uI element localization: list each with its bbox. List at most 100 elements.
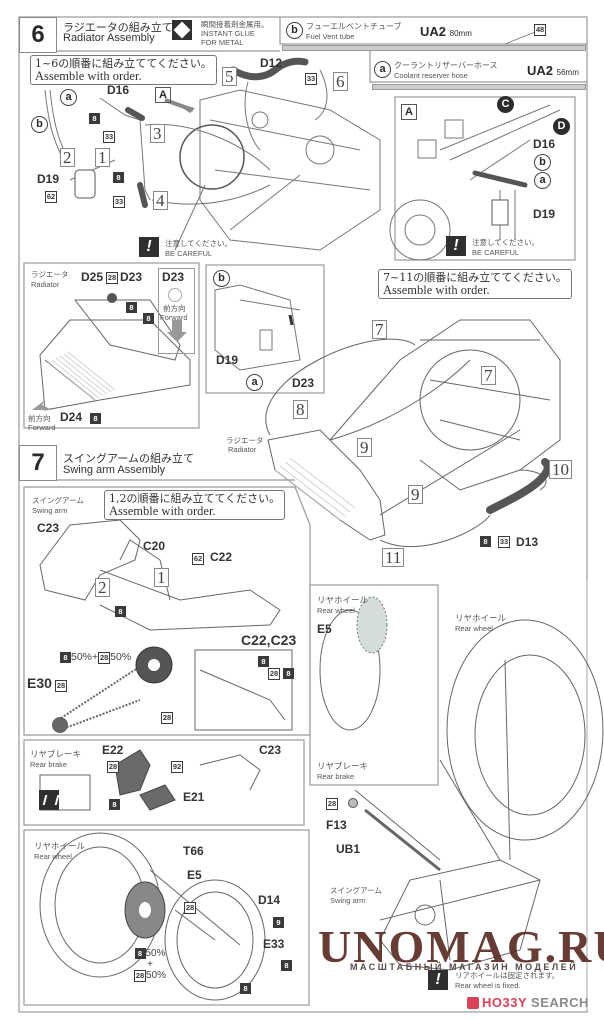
mix-plus: + <box>92 651 99 663</box>
mix-pct-a: 50% <box>145 948 166 959</box>
swingarm-en: Swing arm <box>32 506 68 515</box>
rear-brake-en: Rear brake <box>30 760 68 769</box>
part-c20: C20 <box>143 539 166 553</box>
order-note-en: Assemble with order. <box>109 504 216 518</box>
radiator-en: Radiator <box>31 280 60 289</box>
big-rear-wheel-en: Rear wheel <box>455 624 493 633</box>
hose-b-label: b <box>31 116 48 133</box>
forward-jp: 前方向 <box>28 414 51 423</box>
part-d23: D23 <box>120 270 143 284</box>
paint-8: 8 <box>115 606 126 617</box>
mix-pct-b: 50% <box>146 970 167 981</box>
rear-wheel-jp: リヤホイール <box>34 842 86 852</box>
instant-glue-icon <box>172 20 192 40</box>
inset-hose-b: b <box>534 154 551 171</box>
part-d19: D19 <box>37 172 60 186</box>
paint-33: 33 <box>113 196 125 208</box>
inset-rear-wheel-jp: リヤホイール <box>317 596 369 606</box>
view-a-marker: A <box>155 87 171 103</box>
tube-b-name-en: Fuel Vent tube <box>306 32 355 41</box>
paint-9: 9 <box>273 917 284 928</box>
part-d25: D25 <box>81 270 104 284</box>
part-d16: D16 <box>107 83 130 97</box>
part-d13: D13 <box>516 535 539 549</box>
careful-jp: 注意してください。 <box>472 238 540 247</box>
page-marker: 48 <box>534 24 546 36</box>
inset-hose-a: a <box>534 172 551 189</box>
marker-c: C <box>497 96 514 113</box>
tube-b-bar <box>282 45 586 51</box>
paint-8: 8 <box>258 656 269 667</box>
tube-a-bar <box>372 84 586 90</box>
careful-en: BE CAREFUL <box>472 248 520 257</box>
paint-62: 62 <box>45 191 57 203</box>
part-e22: E22 <box>102 743 124 757</box>
step-9b: 9 <box>408 485 423 504</box>
step-9: 9 <box>357 438 372 457</box>
part-d24: D24 <box>60 410 83 424</box>
paint-8: 8 <box>480 536 491 547</box>
step-7-title-jp: スイングアームの組み立て <box>63 452 195 465</box>
swingarm-jp: スイングアーム <box>32 496 84 505</box>
caution-icon: ! <box>446 236 466 256</box>
big-rear-wheel-jp: リヤホイール <box>455 614 507 624</box>
watermark: UNOMAG.RU <box>318 921 604 972</box>
mix-pct-a: 50% <box>71 651 93 663</box>
swingarm-en: Swing arm <box>330 896 366 905</box>
paint-62: 62 <box>192 553 204 565</box>
wire-cut-icon <box>39 790 60 810</box>
order-note-en: Assemble with order. <box>383 283 490 297</box>
radiator-en: Radiator <box>228 445 257 454</box>
radiator-jp: ラジエータ <box>226 436 264 445</box>
paint-33: 33 <box>103 131 115 143</box>
caution-icon: ! <box>428 970 448 990</box>
step-2: 2 <box>60 148 75 167</box>
order-note-jp: 1~6の順番に組み立ててください。 <box>35 57 212 70</box>
order-note-1-2: 1,2の順番に組み立ててください。 Assemble with order. <box>104 490 286 520</box>
paint-8: 8 <box>126 302 137 313</box>
order-note-en: Assemble with order. <box>35 69 142 83</box>
step-6: 6 <box>333 72 348 91</box>
paint-28: 28 <box>98 652 111 664</box>
tube-a-marker: a <box>374 61 391 78</box>
inset-a-label: A <box>401 104 417 120</box>
part-c22: C22 <box>210 550 233 564</box>
detail-part-d23: D23 <box>162 270 185 284</box>
step-6-title-en: Radiator Assembly <box>63 32 155 44</box>
glue-note-en-2: FOR METAL <box>201 38 244 47</box>
d23-part-outline <box>168 288 182 302</box>
step-4: 4 <box>153 191 168 210</box>
caution-icon: ! <box>139 237 159 257</box>
tube-b-name-jp: フューエルベントチューブ <box>306 22 402 31</box>
part-c23: C23 <box>37 521 60 535</box>
d23-detail-box <box>158 268 195 354</box>
paint-33: 33 <box>498 536 510 548</box>
marker-d: D <box>553 118 570 135</box>
paint-28: 28 <box>134 970 146 982</box>
part-f13: F13 <box>326 818 347 832</box>
tube-a-name-jp: クーラントリザーバーホース <box>394 61 498 70</box>
paint-8: 8 <box>90 413 101 424</box>
part-e5: E5 <box>187 868 202 882</box>
part-d12: D12 <box>260 56 283 70</box>
logo-hobby: HO33Y <box>482 995 527 1010</box>
watermark-sub: МАСШТАБНЫЙ МАГАЗИН МОДЕЛЕЙ <box>350 962 579 972</box>
tube-a-length: 56mm <box>556 68 579 77</box>
step-7-title-en: Swing arm Assembly <box>63 464 166 476</box>
paint-8: 8 <box>109 799 120 810</box>
rear-wheel-en: Rear wheel <box>34 852 72 861</box>
hobby-search-logo-icon <box>467 997 479 1009</box>
paint-8: 8 <box>134 948 146 959</box>
paint-28: 28 <box>326 798 338 810</box>
paint-8: 8 <box>281 960 292 971</box>
inset2-hose-b: b <box>213 270 230 287</box>
order-note-jp: 1,2の順番に組み立ててください。 <box>109 492 281 505</box>
fixed-note-en: Rear wheel is fixed. <box>455 981 521 990</box>
tube-b-part: UA2 80mm <box>420 24 472 39</box>
step-1: 1 <box>154 568 169 587</box>
paint-8: 8 <box>143 313 154 324</box>
step-8: 8 <box>293 400 308 419</box>
inset2-part-d23: D23 <box>292 376 315 390</box>
paint-28: 28 <box>107 761 119 773</box>
